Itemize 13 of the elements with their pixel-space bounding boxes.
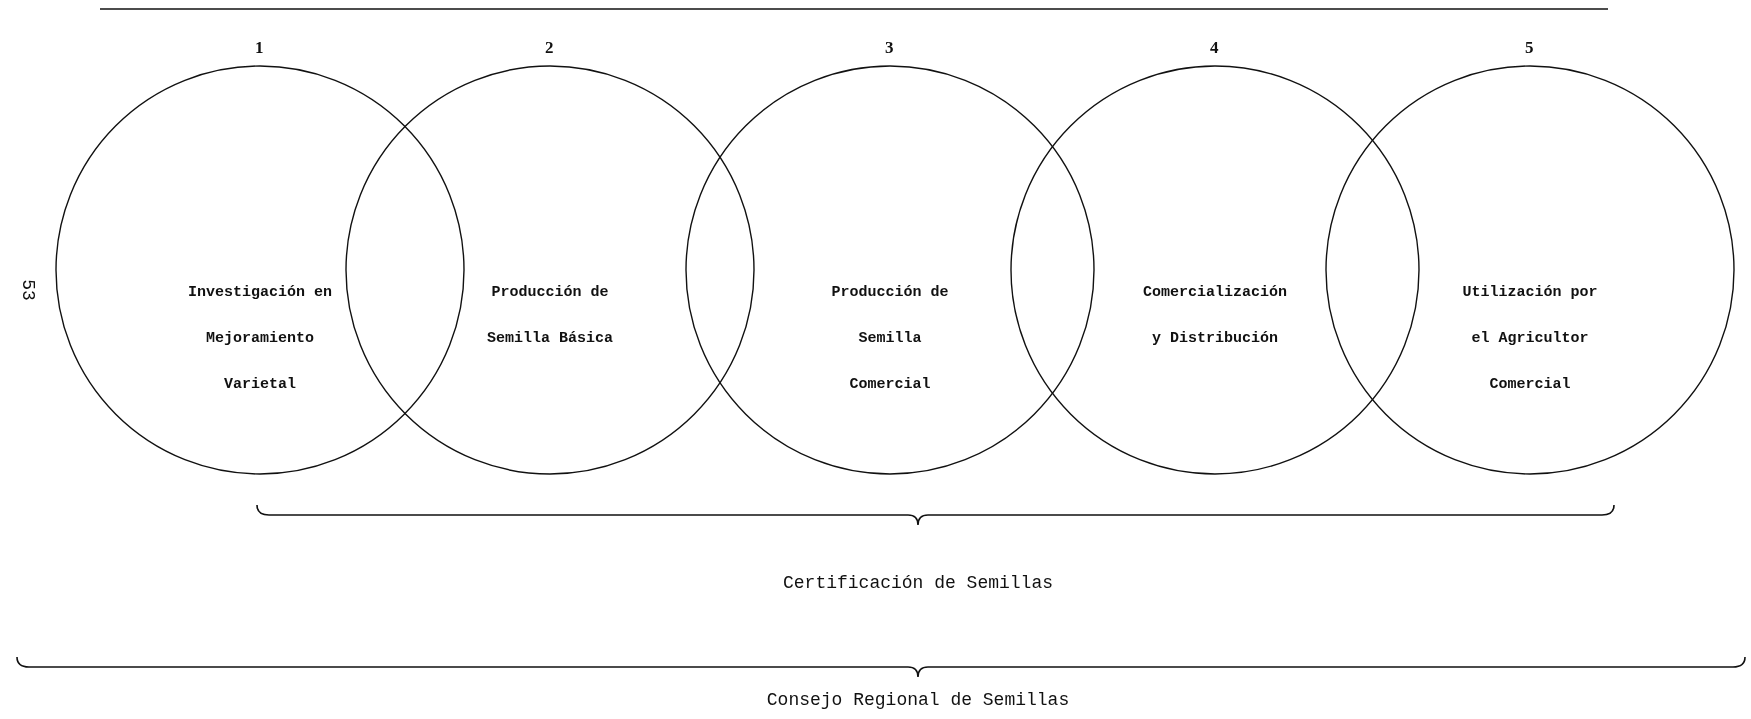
bracket-label: Certificación de Semillas [783,573,1053,593]
stage-text: Producción de Semilla Comercial [830,283,950,395]
stage-text: Comercialización y Distribución [1142,283,1288,349]
stage-number: 3 [885,38,894,58]
stage-number: 1 [255,38,264,58]
stage-number: 2 [545,38,554,58]
stage-text: Investigación en Mejoramiento Varietal [187,283,333,395]
bracket-label: Consejo Regional de Semillas [766,690,1070,710]
stage-text: Producción de Semilla Básica [486,283,614,349]
page-number: 53 [18,279,38,301]
stage-text: Utilización por el Agricultor Comercial [1461,283,1599,395]
stage-number: 5 [1525,38,1534,58]
stage-number: 4 [1210,38,1219,58]
